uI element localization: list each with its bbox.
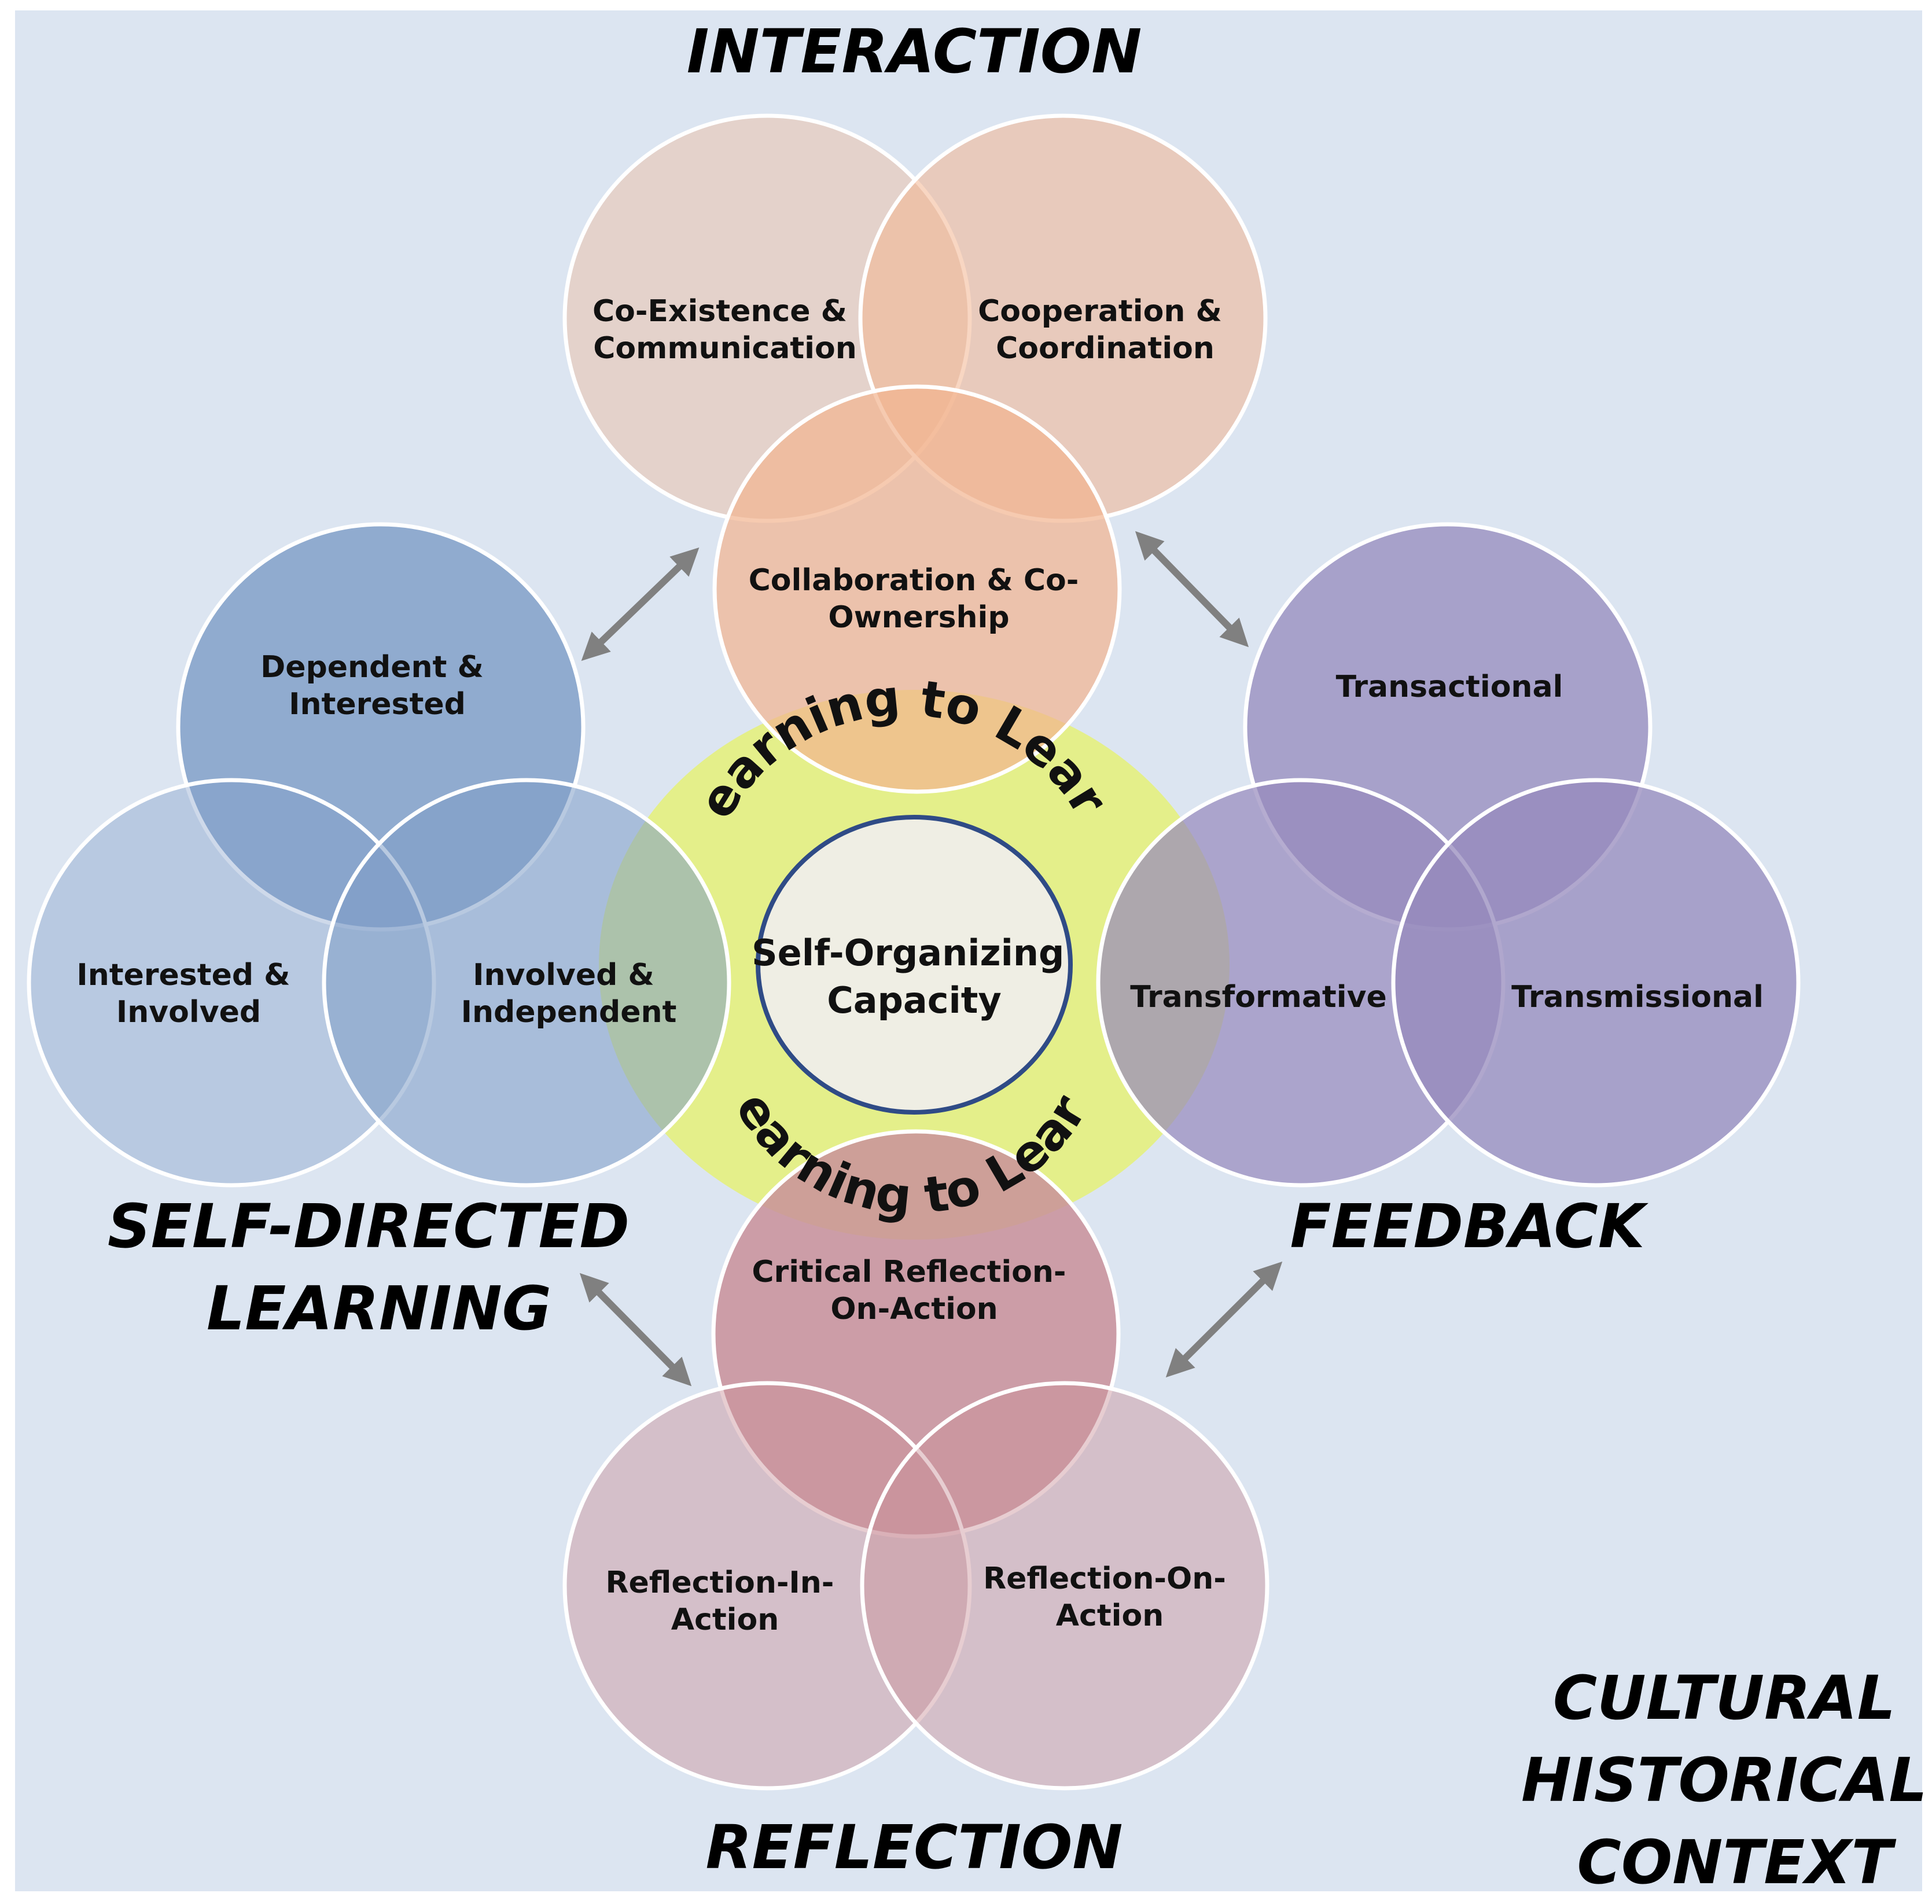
collaboration-coownership-label: Collaboration & Co- Ownership (749, 563, 1090, 635)
feedback-cluster (1096, 522, 1801, 1188)
involved-independent-label: Involved & Independent (461, 958, 677, 1030)
reflection-on-action-label: Reflection-On- Action (983, 1561, 1237, 1633)
dependent-interested-label: Dependent & Interested (260, 650, 494, 722)
arrow-selfdirected-reflection (579, 1273, 692, 1387)
involved-independent-circle (322, 778, 731, 1188)
transformative-label: Transformative (1130, 980, 1387, 1015)
collaboration-coownership-circle (712, 384, 1122, 794)
reflection-title: REFLECTION (706, 1812, 1123, 1883)
connector-arrows (579, 531, 1283, 1387)
interaction-cluster (562, 113, 1268, 794)
self-directed-cluster (27, 522, 731, 1188)
transmissional-circle (1391, 778, 1801, 1188)
interaction-title: INTERACTION (687, 16, 1142, 87)
reflection-on-action-circle (860, 1381, 1269, 1791)
arrow-interaction-feedback (1135, 531, 1249, 648)
core-label: Self-Organizing Capacity (752, 932, 1077, 1021)
reflection-cluster (562, 1129, 1269, 1791)
self-organizing-core (756, 815, 1073, 1115)
transmissional-label: Transmissional (1511, 980, 1764, 1015)
transactional-label: Transactional (1336, 670, 1563, 704)
arrow-interaction-selfdirected (581, 547, 700, 661)
self-directed-title: SELF-DIRECTED LEARNING (108, 1191, 650, 1344)
feedback-title: FEEDBACK (1290, 1191, 1649, 1262)
reflection-in-action-circle (562, 1381, 972, 1791)
arrow-feedback-reflection (1165, 1261, 1283, 1378)
coexistence-communication-label: Co-Existence & Communication (593, 294, 858, 366)
reflection-in-action-label: Reflection-In- Action (605, 1565, 844, 1637)
interested-involved-label: Interested & Involved (76, 958, 300, 1030)
critical-reflection-circle (711, 1129, 1121, 1539)
cooperation-coordination-label: Cooperation & Coordination (978, 294, 1232, 366)
critical-reflection-label: Critical Reflection- On-Action (752, 1255, 1076, 1326)
cultural-historical-context-title: CULTURAL HISTORICAL CONTEXT (1521, 1663, 1932, 1898)
